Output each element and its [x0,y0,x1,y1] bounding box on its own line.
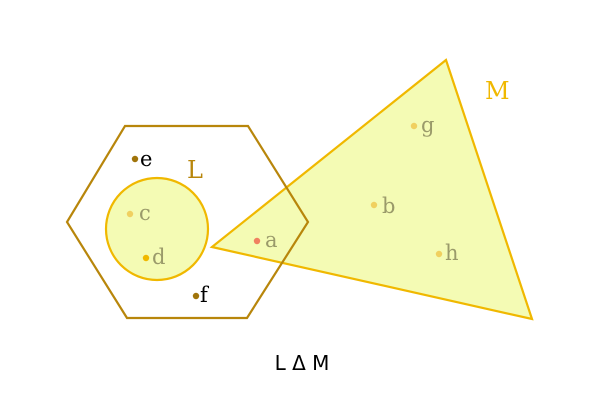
point-dot [435,250,443,258]
point-d: d [142,245,165,269]
set-m-label: M [485,77,510,105]
diagram-caption: L Δ M [275,351,330,375]
point-h: h [435,241,459,265]
point-dot [131,155,139,163]
point-label: b [382,194,395,218]
set-m-triangle [209,58,534,321]
point-label: a [265,228,278,252]
point-f: f [192,283,210,307]
point-label: g [421,113,434,137]
point-dot [370,201,378,209]
set-l-label: L [187,156,203,184]
point-label: e [140,147,152,171]
point-label: d [152,245,165,269]
point-dot [126,210,134,218]
point-dot [192,292,200,300]
point-b: b [370,194,395,218]
point-a: a [253,228,278,252]
point-label: h [445,241,459,265]
point-g: g [410,113,434,137]
point-label: f [200,283,210,307]
point-c: c [126,201,151,225]
point-dot [253,237,261,245]
point-label: c [139,201,151,225]
inner-circle [104,176,210,282]
point-dot [142,254,150,262]
set-l-hexagon [65,124,310,320]
point-e: e [131,147,152,171]
point-dot [410,122,418,130]
